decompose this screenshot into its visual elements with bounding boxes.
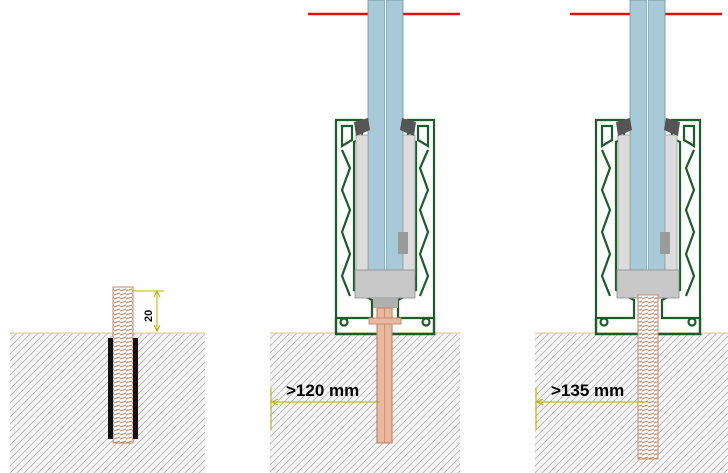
anchor-sleeve-right [133, 338, 138, 439]
panel-section-a: >120 mm [270, 0, 460, 473]
concrete-block [10, 333, 205, 473]
panel-section-b: >135 mm [535, 0, 728, 473]
clamp-insert [354, 134, 416, 308]
concrete-block [535, 333, 728, 473]
panel-anchor-detail: 20 [10, 286, 205, 473]
threaded-rod [112, 286, 134, 444]
gasket [616, 118, 680, 136]
clamp-insert [616, 134, 680, 299]
washer [368, 317, 402, 325]
concrete-block [270, 333, 460, 473]
dimension-edge-distance [270, 388, 380, 430]
threaded-rod [637, 294, 659, 460]
distance-label: >120 mm [286, 381, 359, 400]
dimension-20 [133, 289, 164, 333]
anchor-sleeve-left [108, 338, 113, 439]
gasket [354, 118, 416, 136]
glass-pane-left [629, 0, 648, 276]
dimension-20-label: 20 [143, 310, 155, 322]
glass-pane-left [367, 0, 386, 276]
dimension-edge-distance [535, 388, 648, 430]
distance-label: >135 mm [551, 381, 624, 400]
